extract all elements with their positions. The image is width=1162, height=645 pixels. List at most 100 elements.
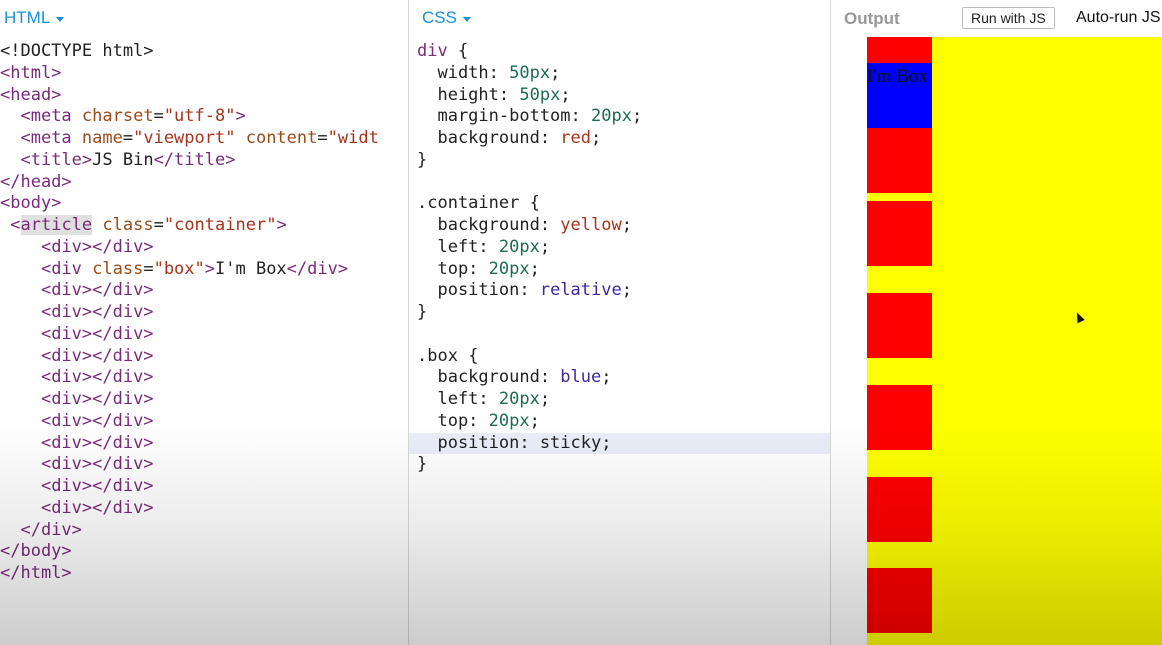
code-token: content bbox=[245, 128, 318, 148]
code-token: <div></div> bbox=[40, 345, 154, 366]
code-token: class bbox=[102, 215, 154, 235]
code-line[interactable]: margin-bottom: 20px; bbox=[417, 106, 830, 128]
red-div bbox=[867, 293, 932, 358]
html-panel: HTML <!DOCTYPE html><html><head> <meta c… bbox=[0, 0, 409, 645]
code-token: top: bbox=[417, 410, 489, 431]
code-line[interactable]: height: 50px; bbox=[417, 85, 830, 107]
code-token: <div></div> bbox=[40, 410, 154, 431]
code-line[interactable]: background: yellow; bbox=[417, 215, 830, 237]
code-token bbox=[0, 454, 41, 474]
code-line[interactable]: <meta charset="utf-8"> bbox=[0, 106, 379, 128]
code-line[interactable]: <div></div> bbox=[0, 324, 379, 346]
code-token: ; bbox=[550, 62, 561, 83]
code-token: 50px bbox=[509, 62, 551, 83]
code-token: </body> bbox=[0, 541, 72, 562]
code-line[interactable] bbox=[417, 172, 830, 194]
code-token: blue bbox=[560, 367, 602, 388]
code-line[interactable]: <div></div> bbox=[0, 302, 379, 324]
code-line[interactable]: } bbox=[417, 302, 830, 324]
code-token: <div></div> bbox=[40, 476, 154, 496]
code-line[interactable]: <div></div> bbox=[0, 411, 379, 433]
code-token: left: bbox=[417, 236, 499, 257]
code-token: "utf-8" bbox=[163, 106, 236, 127]
code-token bbox=[235, 128, 245, 148]
code-token: <div></div> bbox=[40, 367, 154, 388]
code-line[interactable]: <div></div> bbox=[0, 367, 379, 389]
code-line[interactable]: <meta name="viewport" content="widt bbox=[0, 128, 378, 150]
code-token: <div></div> bbox=[40, 236, 154, 257]
code-line[interactable]: <div></div> bbox=[0, 346, 379, 368]
code-token: ; bbox=[539, 236, 551, 257]
code-token bbox=[0, 302, 41, 322]
code-line[interactable]: </head> bbox=[0, 172, 379, 194]
code-token: ; bbox=[591, 128, 602, 148]
code-token: = bbox=[153, 215, 164, 235]
code-line[interactable]: top: 20px; bbox=[417, 259, 830, 281]
code-line[interactable]: <div></div> bbox=[0, 498, 379, 520]
code-line[interactable] bbox=[417, 324, 830, 346]
code-line[interactable]: <html> bbox=[0, 63, 379, 85]
code-line[interactable]: <div class="box">I'm Box</div> bbox=[0, 259, 379, 281]
code-line[interactable]: </div> bbox=[0, 520, 379, 542]
css-code-editor[interactable]: div { width: 50px; height: 50px; margin-… bbox=[409, 41, 830, 476]
code-line[interactable]: <article class="container"> bbox=[0, 215, 379, 237]
code-line[interactable]: background: red; bbox=[417, 128, 830, 150]
code-line[interactable]: </html> bbox=[0, 563, 379, 585]
code-token: charset bbox=[81, 106, 154, 127]
output-panel-title: Output bbox=[844, 9, 900, 28]
code-token bbox=[0, 520, 20, 540]
css-panel-title[interactable]: CSS bbox=[422, 8, 457, 27]
code-line[interactable]: <div></div> bbox=[0, 454, 379, 476]
code-token: .container bbox=[417, 193, 520, 214]
code-token: 20px bbox=[488, 410, 530, 431]
code-line[interactable]: </body> bbox=[0, 541, 379, 563]
code-line[interactable]: <body> bbox=[0, 193, 379, 215]
code-token bbox=[0, 215, 10, 235]
red-div bbox=[867, 477, 932, 542]
code-line[interactable]: <title>JS Bin</title> bbox=[0, 150, 379, 172]
code-line[interactable]: .box { bbox=[417, 346, 830, 368]
code-token: 20px bbox=[498, 389, 540, 409]
html-panel-header[interactable]: HTML bbox=[4, 6, 65, 30]
code-line[interactable]: <head> bbox=[0, 85, 379, 107]
code-token: > bbox=[276, 215, 287, 235]
chevron-down-icon[interactable] bbox=[462, 16, 471, 22]
code-line[interactable]: width: 50px; bbox=[417, 62, 830, 85]
code-line[interactable]: left: 20px; bbox=[417, 389, 830, 411]
css-panel-header[interactable]: CSS bbox=[422, 6, 471, 30]
code-token: background: bbox=[417, 367, 561, 388]
code-line[interactable]: <!DOCTYPE html> bbox=[0, 41, 379, 63]
code-line[interactable]: <div></div> bbox=[0, 433, 379, 455]
autorun-js-toggle[interactable]: Auto-run JS bbox=[1076, 9, 1161, 26]
code-token bbox=[0, 128, 20, 148]
code-token bbox=[0, 280, 41, 300]
code-line[interactable]: position: sticky; bbox=[409, 432, 830, 455]
code-line[interactable]: position: relative; bbox=[417, 280, 830, 302]
code-line[interactable]: } bbox=[417, 150, 830, 172]
code-line[interactable]: .container { bbox=[417, 193, 830, 215]
code-line[interactable]: <div></div> bbox=[0, 280, 379, 302]
code-line[interactable]: left: 20px; bbox=[417, 236, 830, 259]
run-with-js-button[interactable]: Run with JS bbox=[962, 7, 1055, 29]
code-token: </div> bbox=[286, 258, 349, 279]
html-panel-title[interactable]: HTML bbox=[4, 8, 51, 27]
code-token: article bbox=[20, 215, 93, 235]
chevron-down-icon[interactable] bbox=[56, 16, 65, 22]
red-div bbox=[867, 385, 932, 450]
code-line[interactable]: <div></div> bbox=[0, 389, 379, 411]
html-code-editor[interactable]: <!DOCTYPE html><html><head> <meta charse… bbox=[0, 41, 379, 585]
code-token: left: bbox=[417, 389, 499, 409]
code-line[interactable]: <div></div> bbox=[0, 476, 379, 498]
code-token: background: bbox=[417, 215, 561, 235]
code-line[interactable]: } bbox=[417, 454, 830, 476]
code-token: ; bbox=[631, 106, 643, 127]
code-line[interactable]: div { bbox=[417, 41, 830, 63]
code-line[interactable]: top: 20px; bbox=[417, 410, 830, 433]
code-line[interactable]: background: blue; bbox=[417, 367, 830, 389]
code-token: </html> bbox=[0, 563, 72, 583]
code-token: relative bbox=[539, 280, 622, 301]
code-token bbox=[0, 367, 41, 387]
code-line[interactable]: <div></div> bbox=[0, 237, 379, 259]
code-token: <div></div> bbox=[40, 302, 154, 322]
code-token bbox=[0, 476, 41, 496]
